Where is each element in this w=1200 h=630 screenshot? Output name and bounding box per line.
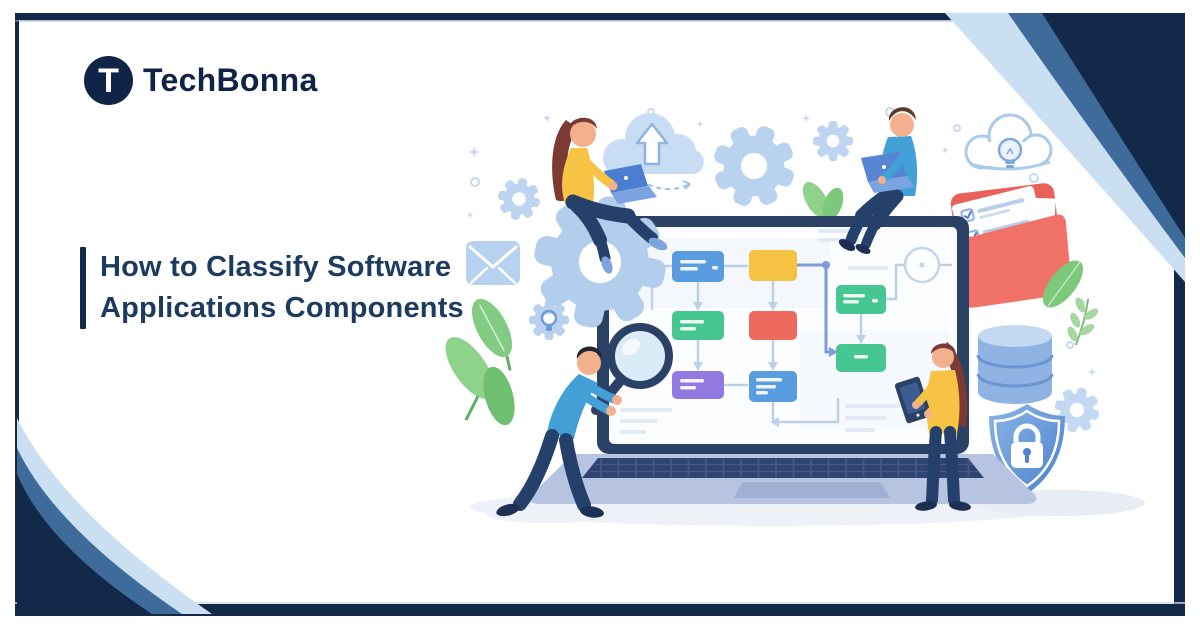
person-tablet-woman <box>894 342 971 511</box>
envelope-icon <box>466 241 520 285</box>
person-man-on-screen <box>838 107 918 254</box>
person-woman-on-gear <box>552 117 668 274</box>
title-line-2: Applications Components <box>100 292 464 324</box>
leaf-icon <box>471 298 513 371</box>
flowchart-box-labels <box>680 260 878 395</box>
leaf-icon-right <box>1042 260 1084 308</box>
database-icon <box>976 325 1054 404</box>
illustration <box>445 107 1145 526</box>
title-accent-bar <box>80 247 86 329</box>
flowchart-box <box>749 250 797 281</box>
screen-text-bars <box>620 229 901 434</box>
branch-icon-right <box>1067 297 1099 346</box>
flowchart-box <box>672 251 724 282</box>
laptop-screen <box>597 216 969 454</box>
logo-letter: T <box>98 61 119 100</box>
person-magnifier-man <box>496 323 673 518</box>
idea-cloud-icon <box>964 113 1053 183</box>
cloud-upload-icon <box>603 113 704 191</box>
leaf-cluster-left <box>445 337 515 426</box>
page-title: How to Classify Software Applications Co… <box>80 247 464 329</box>
corner-decoration-bottom-left <box>17 418 212 614</box>
brand-name: TechBonna <box>143 62 318 98</box>
lightbulb-gear-icon <box>529 300 569 340</box>
flowchart-box <box>749 311 797 340</box>
checklist-folder-icon <box>950 183 1071 308</box>
title-text: How to Classify Software Applications Co… <box>100 247 464 329</box>
flowchart-box <box>672 371 724 399</box>
magnifier-icon <box>591 323 673 415</box>
tablet-icon <box>894 376 932 424</box>
laptop-base <box>529 454 1037 504</box>
leaf-pair-top-right <box>802 181 844 221</box>
flowchart <box>650 246 952 427</box>
corner-decoration-top-right <box>945 13 1185 282</box>
flowchart-boxes <box>672 250 886 402</box>
title-line-1: How to Classify Software <box>100 251 452 283</box>
brand-logo-icon: T <box>84 56 133 105</box>
brand-logo: T TechBonna <box>84 56 318 105</box>
flowchart-box <box>672 311 724 340</box>
gear-icon <box>494 174 544 224</box>
touchpad <box>734 482 890 498</box>
flowchart-highlight-connector <box>797 261 838 357</box>
flowchart-box <box>836 285 886 314</box>
frame-border <box>15 13 1185 616</box>
